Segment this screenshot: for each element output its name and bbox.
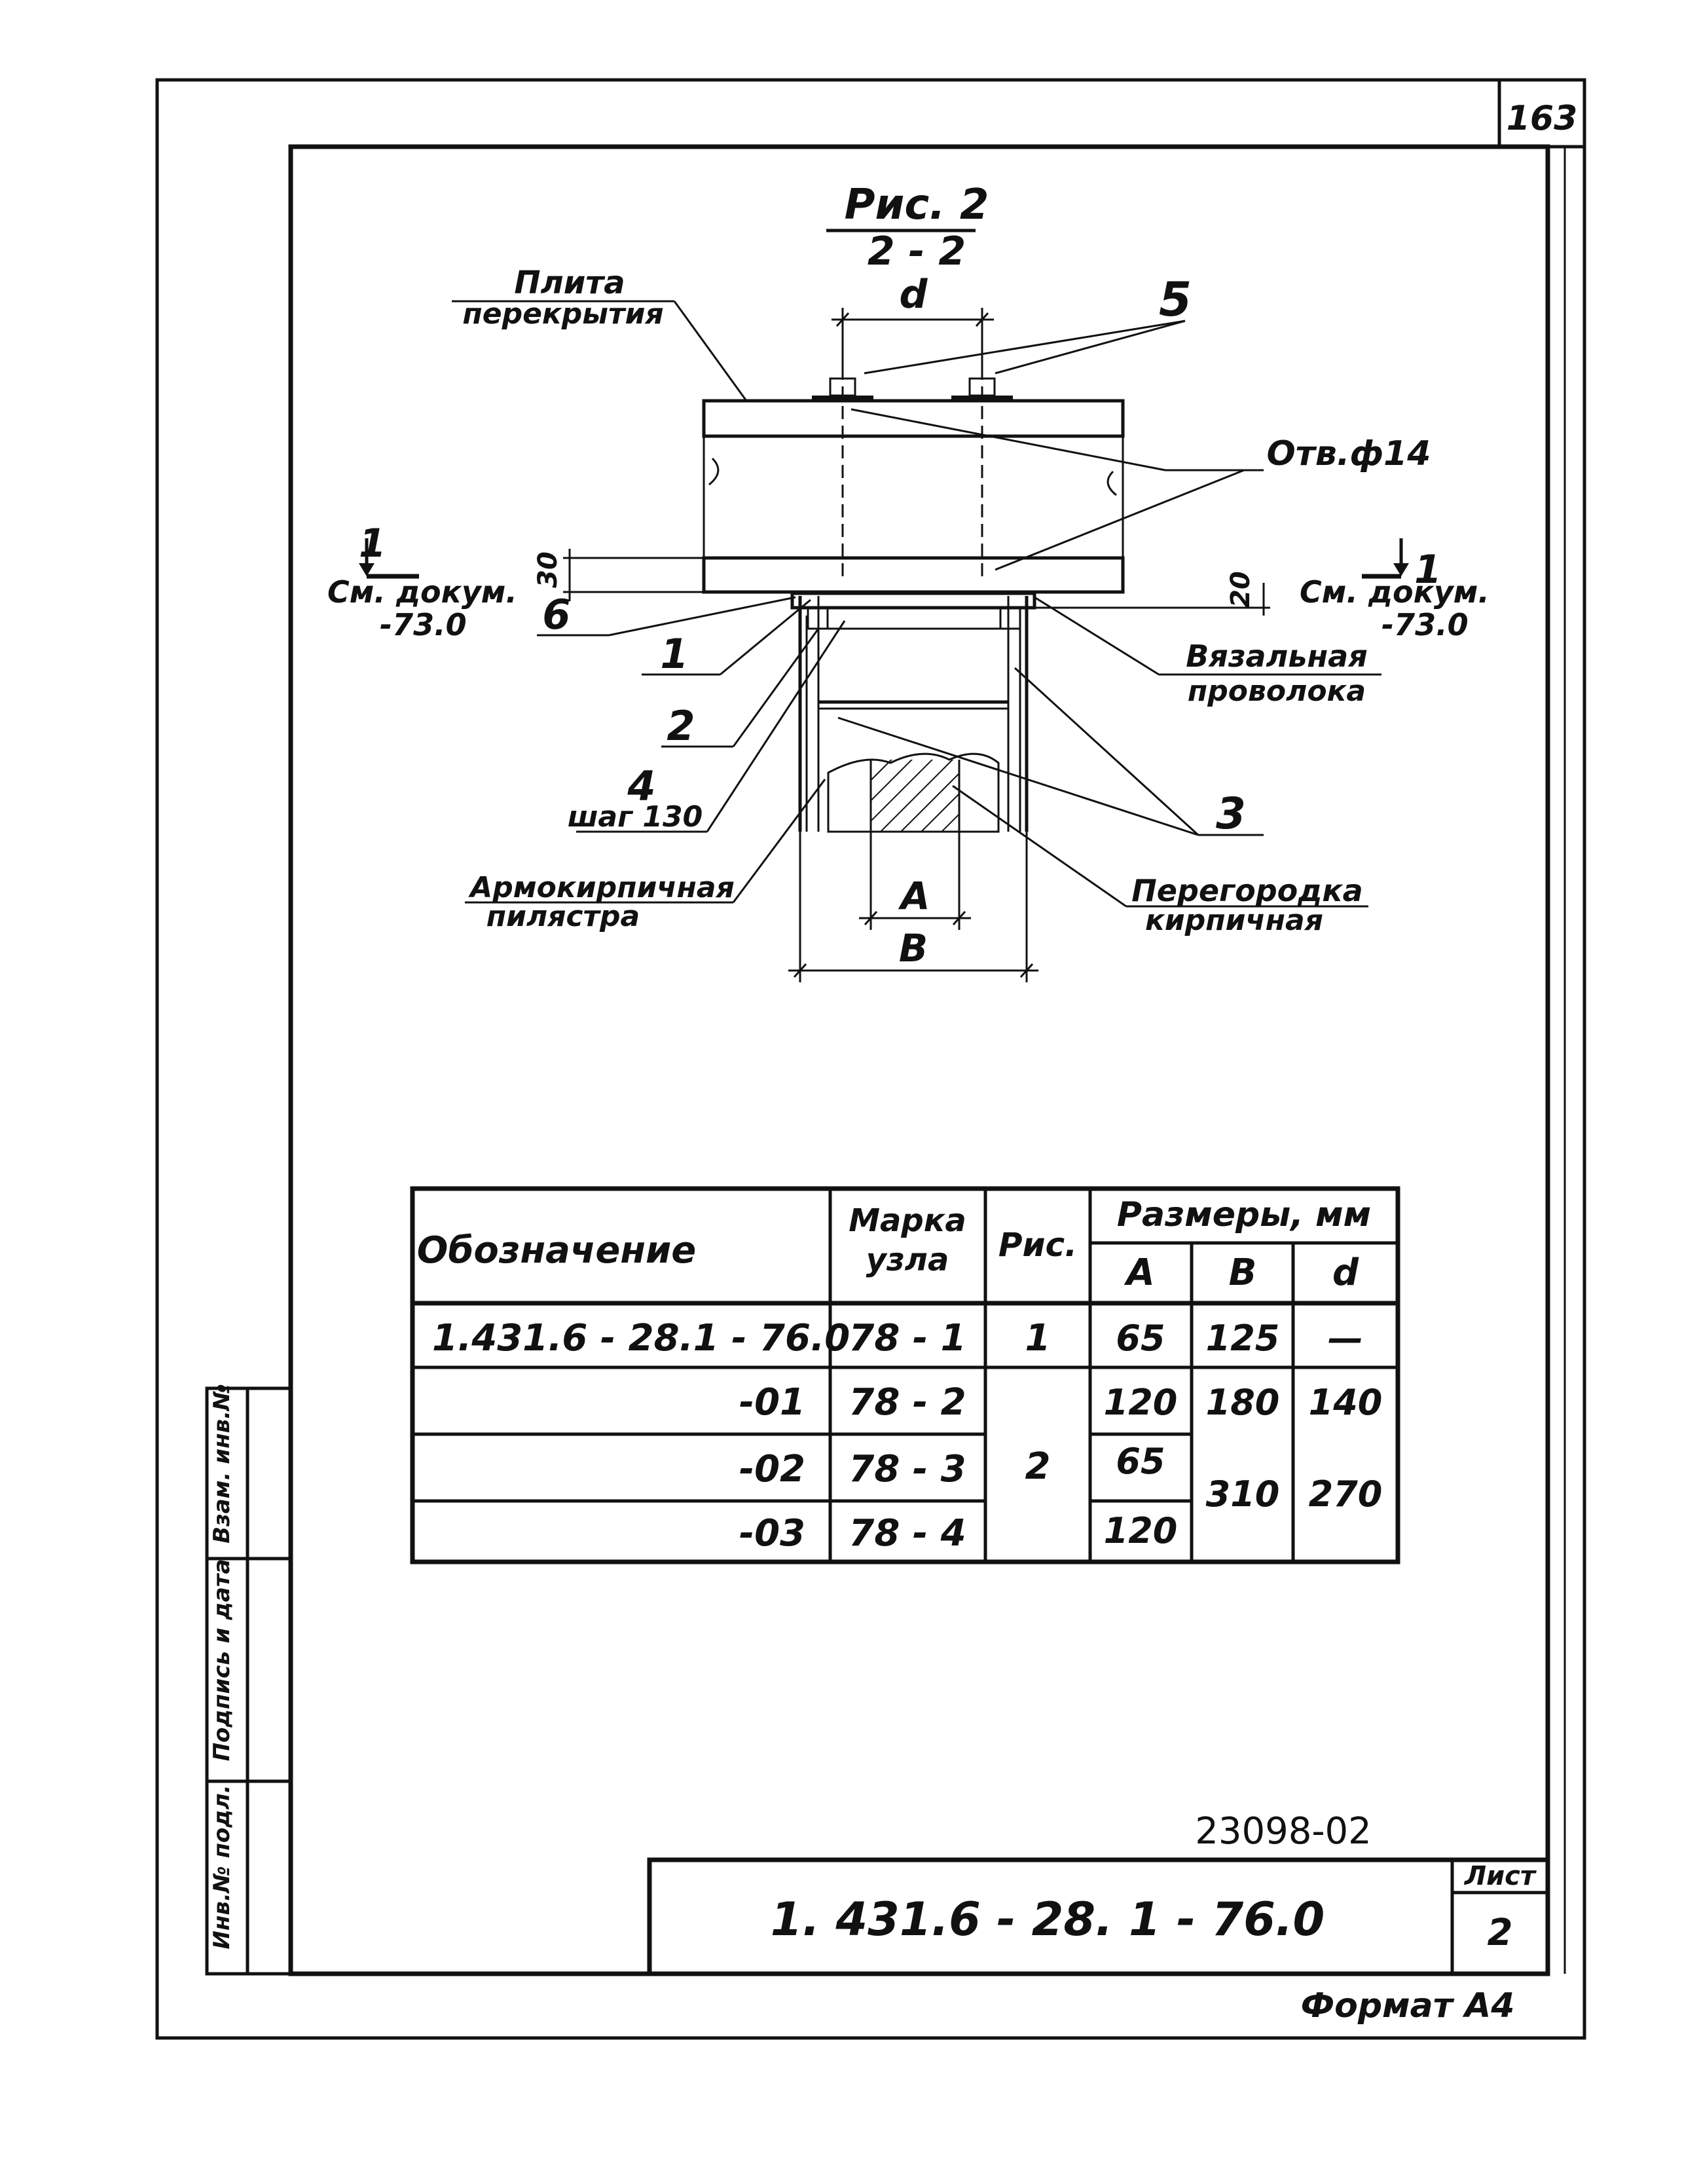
slab-label-line2: перекрытия: [462, 297, 663, 331]
item-3-label: 3: [1216, 788, 1246, 839]
item-2-label: 2: [667, 702, 695, 750]
row2-designation: -01: [739, 1381, 805, 1424]
table-header-mark-line1: Марка: [849, 1202, 966, 1239]
row1-A: 65: [1116, 1318, 1165, 1359]
row2-A: 120: [1104, 1382, 1178, 1423]
dim-A-label: A: [898, 874, 930, 918]
row1-B: 125: [1206, 1318, 1280, 1359]
side-stamp-signature: Подпись и дата: [209, 1559, 235, 1762]
section-markers: [359, 538, 1409, 579]
anchor-plate: [790, 591, 1036, 630]
merged-fig-2: 2: [1025, 1445, 1051, 1488]
dim-d-label: d: [900, 272, 928, 318]
dim-30-label: 30: [533, 551, 563, 588]
table-header-B: B: [1229, 1251, 1257, 1294]
row1-fig: 1: [1025, 1317, 1051, 1360]
figure-title: Рис. 2: [845, 181, 989, 229]
table-header-d: d: [1332, 1251, 1359, 1294]
row2-B: 180: [1206, 1382, 1280, 1423]
merged-d-270: 270: [1309, 1473, 1383, 1515]
step-label: шаг 130: [568, 800, 703, 834]
item-4-label: 4: [627, 762, 655, 810]
side-stamp-inv: Инв.№ подл.: [209, 1785, 235, 1949]
dimension-d: [832, 308, 994, 380]
see-doc-right-line2: -73.0: [1381, 607, 1469, 642]
row4-A: 120: [1104, 1510, 1178, 1551]
wire-label-line1: Вязальная: [1186, 639, 1368, 674]
partition-label-line2: кирпичная: [1145, 904, 1323, 937]
see-doc-right-line1: См. докум.: [1300, 574, 1490, 610]
row3-designation: -02: [739, 1448, 805, 1490]
table-header-designation: Обозначение: [417, 1229, 697, 1272]
dimension-A-B: [788, 832, 1038, 982]
table-header-mark-line2: узла: [866, 1242, 949, 1278]
brick-partition: [827, 752, 1000, 833]
node-table: [410, 1186, 1400, 1564]
figure-section-label: 2 - 2: [868, 229, 966, 274]
sheet-number: 2: [1488, 1912, 1513, 1954]
section-mark-left: 1: [359, 521, 386, 566]
outer-frame: [155, 78, 1586, 2040]
item-1-label: 1: [660, 630, 688, 678]
see-doc-left-line1: См. докум.: [327, 574, 517, 610]
page-number: 163: [1507, 99, 1578, 138]
sheet-label: Лист: [1464, 1861, 1537, 1891]
merged-B-310: 310: [1206, 1473, 1280, 1515]
page-number-box: [1497, 78, 1586, 149]
hole-label: Отв.ф14: [1267, 434, 1431, 473]
row2-mark: 78 - 2: [849, 1381, 966, 1424]
row3-A: 65: [1116, 1441, 1165, 1482]
dim-20-label: 20: [1226, 571, 1256, 608]
format-note: Формат А4: [1301, 1986, 1515, 2026]
side-stamp: [205, 1386, 293, 1976]
pilaster-label-line2: пилястра: [486, 900, 640, 933]
document-code: 1. 431.6 - 28. 1 - 76.0: [771, 1893, 1325, 1946]
slab-label-line1: Плита: [514, 265, 625, 301]
table-header-fig: Рис.: [998, 1226, 1077, 1264]
row2-d: 140: [1309, 1382, 1383, 1423]
row1-designation: 1.431.6 - 28.1 - 76.0: [432, 1317, 850, 1360]
dimension-30-20: [563, 549, 1270, 616]
section-mark-right: 1: [1414, 547, 1442, 593]
row1-mark: 78 - 1: [849, 1317, 966, 1360]
item-6-label: 6: [542, 591, 570, 639]
inner-frame: [288, 144, 1550, 1976]
side-stamp-replaced: Взам. инв.№: [209, 1384, 235, 1544]
row4-mark: 78 - 4: [849, 1512, 966, 1555]
row4-designation: -03: [739, 1512, 805, 1555]
table-header-sizes: Размеры, мм: [1117, 1195, 1371, 1234]
item-5-label: 5: [1159, 272, 1192, 327]
floor-slab: [702, 399, 1125, 594]
title-block: [647, 1857, 1550, 1976]
archive-number: 23098-02: [1195, 1810, 1372, 1853]
row3-mark: 78 - 3: [849, 1448, 966, 1490]
sheet-frames: [155, 78, 1586, 2040]
table-header-A: A: [1124, 1251, 1154, 1294]
pilaster-label-line1: Армокирпичная: [468, 871, 735, 904]
see-doc-left-line2: -73.0: [380, 607, 467, 642]
row1-d: —: [1328, 1318, 1363, 1359]
dim-B-label: B: [899, 926, 928, 971]
partition-label-line1: Перегородка: [1131, 873, 1363, 908]
leader-lines: [452, 300, 1381, 908]
wire-label-line2: проволока: [1188, 675, 1366, 708]
pilaster: [798, 596, 1029, 832]
